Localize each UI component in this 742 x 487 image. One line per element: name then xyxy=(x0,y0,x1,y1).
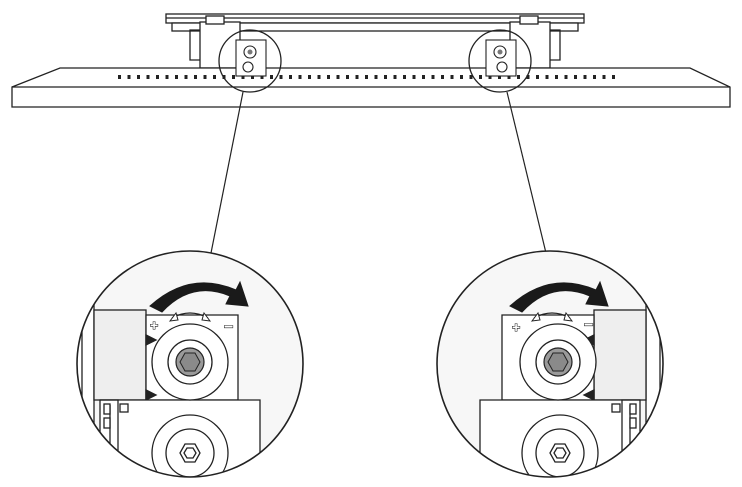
vent-slot xyxy=(593,75,596,79)
vent-slot xyxy=(393,75,397,79)
vent-slot xyxy=(194,75,197,79)
vent-slot xyxy=(441,75,444,79)
vent-slot xyxy=(450,75,454,79)
vent-slot xyxy=(365,75,368,79)
vent-slot xyxy=(403,75,406,79)
plus-symbol-left: + xyxy=(150,317,158,333)
vent-slot xyxy=(574,75,577,79)
vent-slot xyxy=(555,75,558,79)
vent-slot xyxy=(536,75,539,79)
vent-slot xyxy=(498,75,501,79)
vent-slot xyxy=(355,75,359,79)
rotation-arrow-right xyxy=(509,280,609,313)
detail-callout-left: + − xyxy=(76,250,304,478)
plus-symbol-right: + xyxy=(512,319,520,335)
vent-slot xyxy=(526,75,530,79)
vent-slot xyxy=(137,75,140,79)
vent-slot xyxy=(156,75,159,79)
vent-slot xyxy=(298,75,302,79)
vent-slot xyxy=(564,75,568,79)
rotation-arrow-left xyxy=(149,280,249,313)
vent-slot xyxy=(165,75,169,79)
vent-slot xyxy=(251,75,254,79)
vent-slot xyxy=(346,75,349,79)
minus-symbol-right: − xyxy=(584,317,593,334)
vent-slot xyxy=(384,75,387,79)
vent-slot xyxy=(317,75,321,79)
vent-slot xyxy=(270,75,273,79)
vent-slot xyxy=(127,75,131,79)
vent-slot xyxy=(479,75,482,79)
vent-slot xyxy=(203,75,207,79)
vent-slot xyxy=(118,75,121,79)
leader-line-right xyxy=(506,91,547,254)
vent-slot xyxy=(460,75,463,79)
vent-slot xyxy=(260,75,264,79)
vent-slot xyxy=(488,75,492,79)
vent-slot xyxy=(374,75,378,79)
vent-slot xyxy=(545,75,549,79)
vent-slot xyxy=(327,75,330,79)
vent-slot xyxy=(602,75,606,79)
vent-slot xyxy=(241,75,245,79)
vent-slot xyxy=(232,75,235,79)
vent-slot xyxy=(308,75,311,79)
leader-line-left xyxy=(210,91,244,254)
vent-slot xyxy=(517,75,520,79)
vent-slot xyxy=(431,75,435,79)
vent-slot xyxy=(184,75,188,79)
detail-marker-left xyxy=(218,29,282,93)
display-panel xyxy=(11,67,731,108)
detail-callout-right: + − xyxy=(436,250,664,478)
vent-slot xyxy=(583,75,587,79)
vent-slot xyxy=(412,75,416,79)
vent-slot xyxy=(289,75,292,79)
vent-slot xyxy=(422,75,425,79)
vent-slot xyxy=(507,75,511,79)
vent-slot xyxy=(146,75,150,79)
vent-slot xyxy=(469,75,473,79)
minus-symbol-left: − xyxy=(224,319,233,336)
vent-slot xyxy=(612,75,615,79)
vent-slot xyxy=(279,75,283,79)
wall-mount-bracket xyxy=(165,13,585,69)
detail-marker-right xyxy=(468,29,532,93)
vent-slot xyxy=(175,75,178,79)
vent-slot xyxy=(213,75,216,79)
vent-slot xyxy=(336,75,340,79)
